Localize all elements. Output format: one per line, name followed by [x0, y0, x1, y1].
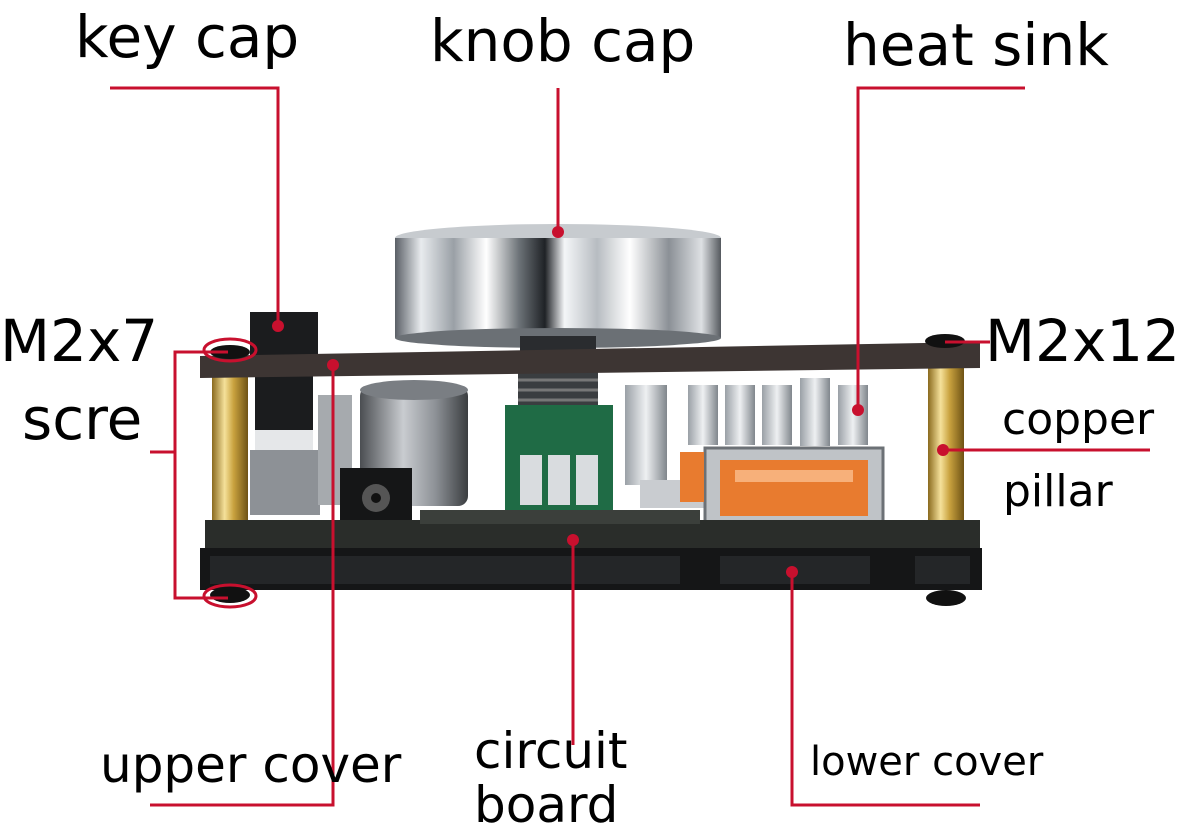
label-m2x12: M2x12 — [985, 307, 1181, 375]
label-m2x7-line2: scre — [22, 385, 143, 453]
knob-cap — [395, 224, 721, 354]
encoder-shaft — [518, 372, 598, 408]
screw-highlight-top — [202, 337, 258, 363]
copper-pillar-left — [212, 375, 248, 533]
label-copper-line2: pillar — [1003, 466, 1113, 517]
screw-highlight-bottom — [202, 583, 258, 609]
heat-sink — [625, 378, 868, 508]
rotary-encoder — [505, 405, 613, 515]
label-knob-cap: knob cap — [430, 7, 696, 75]
label-circuit-line2: board — [474, 776, 619, 834]
label-lower-cover: lower cover — [810, 739, 1044, 785]
label-heat-sink: heat sink — [843, 11, 1109, 79]
leader-key-cap — [110, 86, 280, 326]
leader-m2x7 — [173, 350, 228, 600]
screw-bottom-right — [926, 590, 966, 606]
leader-upper-cover — [150, 365, 335, 807]
leader-lower-cover — [790, 572, 980, 807]
label-key-cap: key cap — [75, 3, 300, 71]
label-copper-line1: copper — [1002, 394, 1155, 445]
screw-bottom-left — [210, 587, 250, 603]
label-circuit-line1: circuit — [474, 722, 628, 780]
label-upper-cover: upper cover — [100, 736, 402, 794]
label-m2x7-line1: M2x7 — [0, 307, 159, 375]
lower-cover — [200, 548, 982, 590]
leader-heat-sink — [856, 86, 1025, 410]
key-cap — [250, 312, 352, 515]
leader-lines — [110, 86, 1150, 807]
callout-dots — [272, 226, 949, 578]
upper-cover — [200, 342, 980, 378]
usb-port — [680, 446, 885, 530]
screw-top-left — [210, 345, 250, 359]
